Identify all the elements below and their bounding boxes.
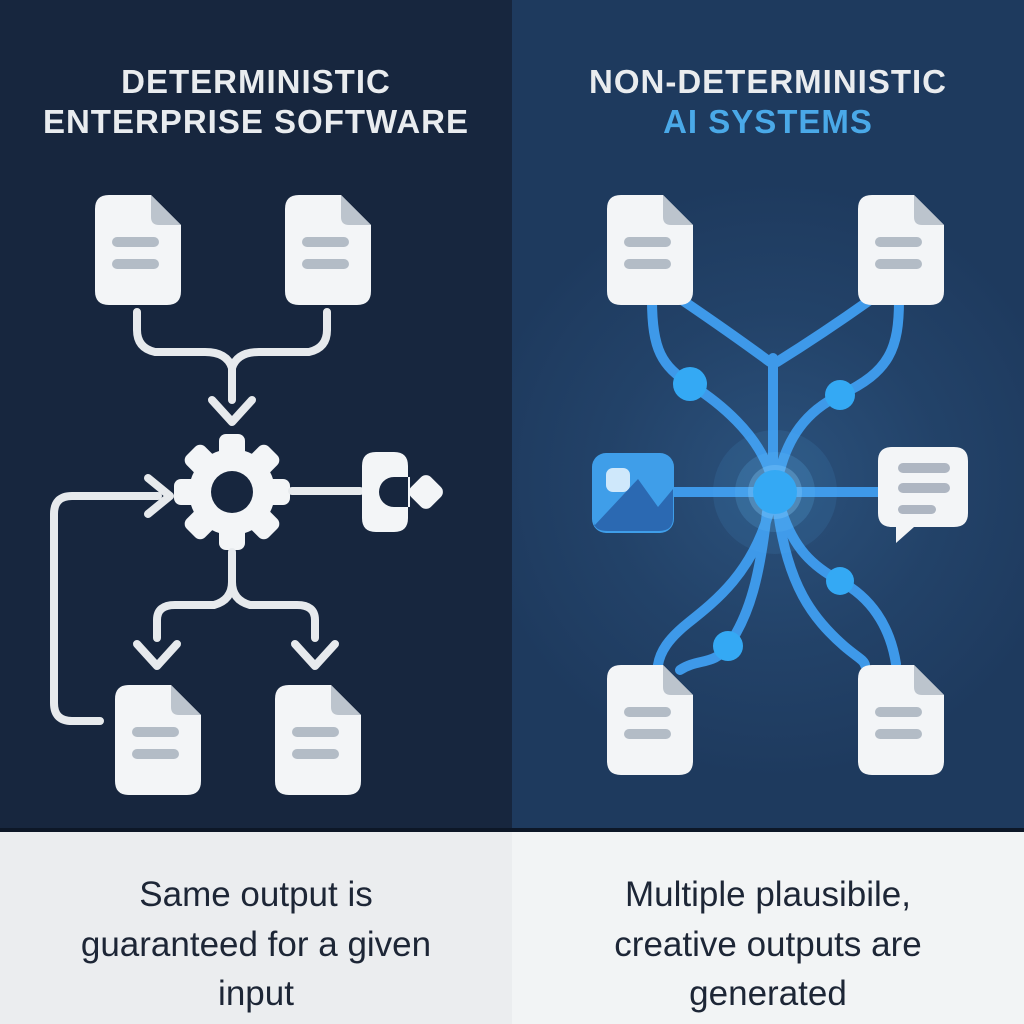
chat-bubble-icon (878, 447, 968, 543)
clamp-diamond-icon (362, 452, 443, 532)
feedback-loop-arrow-icon (50, 474, 174, 725)
left-panel-title: DETERMINISTIC ENTERPRISE SOFTWARE (0, 0, 512, 143)
right-title-line1: NON-DETERMINISTIC (589, 63, 947, 100)
right-panel-title: NON-DETERMINISTIC AI SYSTEMS (512, 0, 1024, 143)
left-caption: Same output is guaranteed for a given in… (0, 832, 512, 1024)
document-icon (115, 685, 201, 795)
right-caption: Multiple plausibile, creative outputs ar… (512, 832, 1024, 1024)
non-deterministic-panel: NON-DETERMINISTIC AI SYSTEMS (512, 0, 1024, 828)
split-arrow-icon (133, 548, 339, 670)
gear-icon (174, 434, 290, 550)
image-icon (592, 453, 674, 533)
document-icon (285, 195, 371, 305)
document-icon (858, 665, 944, 775)
document-icon (275, 685, 361, 795)
document-icon (607, 195, 693, 305)
right-caption-line2: creative outputs are (614, 924, 922, 964)
right-caption-line1: Multiple plausibile, (625, 875, 911, 914)
right-title-line2: AI SYSTEMS (663, 103, 873, 141)
caption-strip: Same output is guaranteed for a given in… (0, 828, 1024, 1024)
merge-arrow-icon (133, 308, 331, 426)
left-title-line2: ENTERPRISE SOFTWARE (42, 103, 470, 141)
left-caption-line3: input (218, 974, 294, 1014)
ai-diagram (592, 195, 968, 775)
document-icon (607, 665, 693, 775)
left-caption-line1: Same output is (139, 875, 373, 914)
deterministic-panel: DETERMINISTIC ENTERPRISE SOFTWARE (0, 0, 512, 828)
deterministic-diagram (50, 195, 443, 795)
document-icon (95, 195, 181, 305)
right-caption-line3: generated (689, 974, 847, 1014)
document-icon (858, 195, 944, 305)
connector-dot-icon (673, 367, 855, 661)
left-caption-line2: guaranteed for a given (80, 924, 432, 964)
left-title-line1: DETERMINISTIC (121, 63, 391, 100)
network-node-icon (713, 430, 837, 554)
